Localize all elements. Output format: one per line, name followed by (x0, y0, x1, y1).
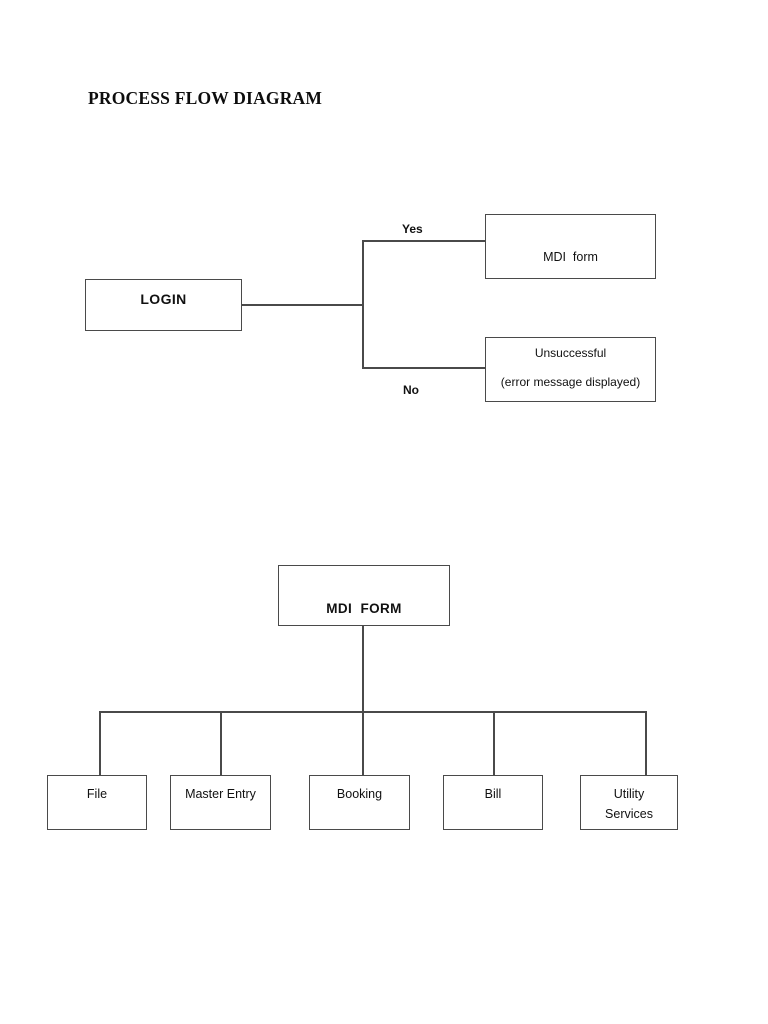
node-mdi-form[interactable]: MDI form (485, 214, 656, 279)
page-title: PROCESS FLOW DIAGRAM (88, 88, 323, 108)
node-master-entry-label: Master Entry (185, 787, 256, 801)
node-mdi-form-label: MDI form (543, 250, 598, 264)
connector-root-trunk (362, 626, 364, 776)
connector-drop-master-entry (220, 711, 222, 776)
node-utility-services-label: Utility (613, 787, 645, 801)
connector-drop-utility-services (645, 711, 647, 776)
connector-drop-bill (493, 711, 495, 776)
node-mdi-form-root-label: MDI FORM (326, 601, 402, 616)
node-booking[interactable]: Booking (309, 775, 410, 830)
node-file[interactable]: File (47, 775, 147, 830)
connector-login-to-decision (242, 304, 363, 306)
node-master-entry[interactable]: Master Entry (170, 775, 271, 830)
node-file-label: File (86, 787, 108, 801)
node-bill[interactable]: Bill (443, 775, 543, 830)
node-login-label: LOGIN (140, 291, 187, 307)
edge-label-yes: Yes (402, 222, 423, 236)
connector-no-branch (362, 367, 486, 369)
node-unsuccessful-detail: (error message displayed) (500, 375, 641, 390)
connector-horizontal-bus (99, 711, 646, 713)
connector-decision-spine (362, 240, 364, 369)
connector-yes-branch (362, 240, 486, 242)
node-unsuccessful-label: Unsuccessful (534, 346, 607, 360)
node-mdi-form-root[interactable]: MDI FORM (278, 565, 450, 626)
node-utility-services-label-2: Services (605, 807, 653, 822)
connector-drop-file (99, 711, 101, 776)
node-login[interactable]: LOGIN (85, 279, 242, 331)
node-unsuccessful[interactable]: Unsuccessful (error message displayed) (485, 337, 656, 402)
node-booking-label: Booking (336, 787, 383, 801)
edge-label-no: No (403, 383, 419, 397)
node-utility-services[interactable]: Utility Services (580, 775, 678, 830)
node-bill-label: Bill (484, 787, 502, 801)
